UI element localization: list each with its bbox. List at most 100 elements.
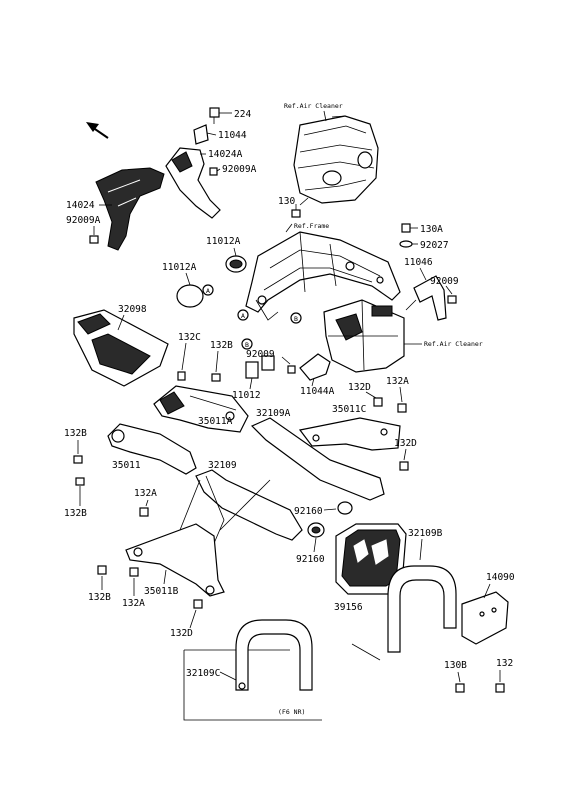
bolt-92009a-left: [89, 235, 99, 244]
svg-text:B: B: [294, 315, 298, 323]
bracket-35011b: [125, 479, 271, 597]
label-14024: 14024: [66, 200, 95, 211]
label-35011b: 35011B: [144, 586, 179, 597]
bolt-132a-mid: [139, 507, 149, 517]
bolt-132b-bottom: [97, 565, 107, 575]
label-130: 130: [278, 196, 295, 207]
bolt-224: [209, 107, 220, 124]
label-132d-bot: 132D: [170, 628, 193, 639]
label-92160-b: 92160: [296, 554, 325, 565]
variant-note: (F6 NR): [278, 708, 305, 716]
label-11012a-top: 11012A: [206, 236, 241, 247]
label-132-bot: 132: [496, 658, 513, 669]
bolt-132d-right: [399, 461, 409, 471]
front-direction-arrow-icon: [86, 122, 109, 139]
label-11046: 11046: [404, 257, 433, 268]
bolt-132b-left2: [75, 477, 85, 486]
grab-rail-32109b: [351, 565, 457, 661]
label-35011: 35011: [112, 460, 141, 471]
bolt-132d-bottom: [193, 599, 203, 609]
label-11044a: 11044A: [300, 386, 335, 397]
label-35011a: 35011A: [198, 416, 233, 427]
air-cleaner-case: [323, 299, 405, 373]
bolt-132a-bottom: [129, 567, 139, 577]
label-11012a-left: 11012A: [162, 262, 197, 273]
label-11012: 11012: [232, 390, 261, 401]
marker-a-1: A: [237, 309, 249, 321]
bolt-132d-top: [373, 397, 383, 407]
label-132b-l1: 132B: [64, 428, 87, 439]
air-cleaner-cover: [293, 115, 379, 204]
label-132a-right: 132A: [386, 376, 409, 387]
washer-92027: [399, 240, 413, 248]
bolt-130: [291, 204, 301, 218]
marker-a-2: A: [202, 284, 214, 296]
ref-air-cleaner-top: Ref.Air Cleaner: [284, 102, 343, 110]
label-132b-top: 132B: [210, 340, 233, 351]
grommet-11012a-upper: [225, 255, 247, 273]
bracket-35011a: [153, 385, 249, 433]
spacer-92160-lower: [307, 522, 325, 538]
frame-structure: [245, 231, 401, 321]
bolt-130a: [401, 223, 411, 233]
bracket-11044: [193, 124, 209, 145]
svg-text:A: A: [206, 287, 210, 295]
label-32109b: 32109B: [408, 528, 443, 539]
label-130a: 130A: [420, 224, 443, 235]
bracket-35011: [107, 423, 197, 475]
bolt-132c: [177, 371, 186, 381]
label-32109a: 32109A: [256, 408, 291, 419]
bolt-92009a-top: [209, 167, 218, 176]
label-132c: 132C: [178, 332, 201, 343]
label-92009-mid: 92009: [246, 349, 275, 360]
bracket-35011c: [298, 417, 401, 451]
marker-b-2: B: [241, 338, 253, 350]
label-132b-bot: 132B: [88, 592, 111, 603]
bolt-130b: [455, 683, 465, 693]
label-132a-mid: 132A: [134, 488, 157, 499]
bolt-132-bottom: [495, 683, 505, 693]
bracket-11044a: [299, 353, 331, 381]
label-32098: 32098: [118, 304, 147, 315]
bolt-92009-mid: [287, 365, 296, 374]
bolt-92009-right: [447, 295, 457, 304]
label-132b-l2: 132B: [64, 508, 87, 519]
svg-text:B: B: [245, 341, 249, 349]
bracket-32109: [195, 469, 303, 549]
label-11044: 11044: [218, 130, 247, 141]
label-132a-bot: 132A: [122, 598, 145, 609]
damper-11012: [245, 355, 275, 379]
svg-text:A: A: [241, 312, 245, 320]
label-32109c: 32109C: [186, 668, 220, 679]
grommet-11012a-lower: [176, 284, 204, 308]
label-92009a-left: 92009A: [66, 215, 101, 226]
bolt-132a-right: [397, 403, 407, 413]
bracket-11046: [405, 275, 447, 321]
label-92027: 92027: [420, 240, 449, 251]
label-92009-right: 92009: [430, 276, 459, 287]
bolt-132b-left1: [73, 455, 83, 464]
ref-frame: Ref.Frame: [294, 222, 329, 230]
label-32109: 32109: [208, 460, 237, 471]
ref-air-cleaner-right: Ref.Air Cleaner: [424, 340, 483, 348]
label-92009a-top: 92009A: [222, 164, 257, 175]
label-14090: 14090: [486, 572, 515, 583]
label-224: 224: [234, 109, 251, 120]
label-130b: 130B: [444, 660, 467, 671]
spacer-92160-upper: [337, 501, 353, 515]
cover-32098: [73, 309, 169, 387]
side-cover-14024: [95, 167, 165, 251]
label-92160-a: 92160: [294, 506, 323, 517]
label-132d-top: 132D: [348, 382, 371, 393]
label-35011c: 35011C: [332, 404, 366, 415]
marker-b-1: B: [290, 312, 302, 324]
plate-14090: [461, 591, 509, 645]
bolt-132b-top: [211, 373, 221, 382]
label-14024a: 14024A: [208, 149, 243, 160]
label-39156: 39156: [334, 602, 363, 613]
grab-rail-32109c: [235, 619, 313, 691]
label-132d-right: 132D: [394, 438, 417, 449]
cover-14024a: [165, 147, 221, 219]
